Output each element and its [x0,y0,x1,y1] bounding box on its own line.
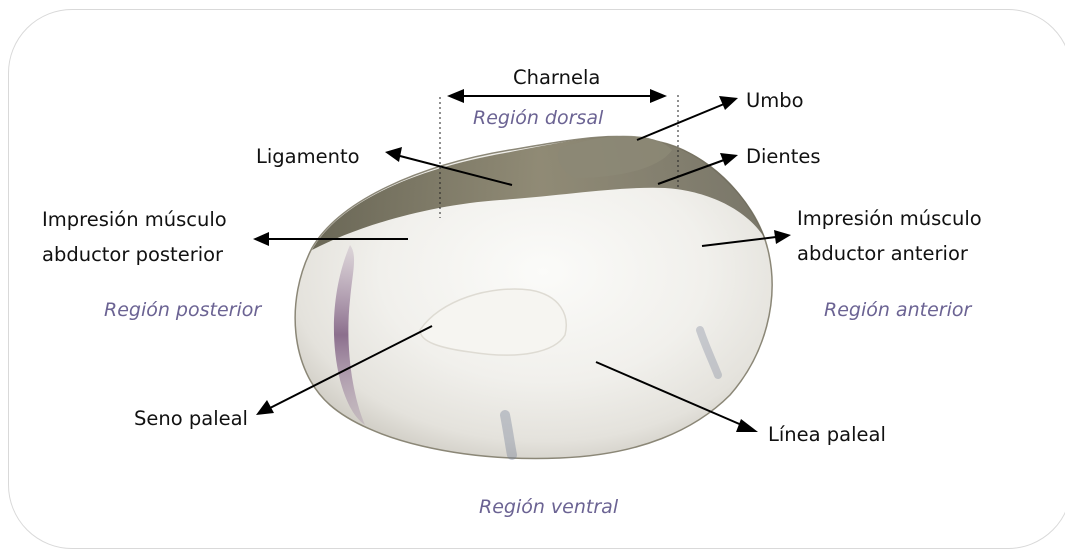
charnela-arrowhead-left [447,89,464,103]
label-impresion-posterior-line1: Impresión músculo [42,207,227,233]
ligamento-arrowhead [385,147,402,162]
label-dientes: Dientes [746,144,821,170]
impresion-anterior-arrowhead [774,230,791,244]
umbo-arrow [637,104,724,140]
ventral-streak-1 [505,415,512,455]
label-impresion-posterior-line2: abductor posterior [42,242,223,268]
region-posterior: Región posterior [104,297,261,323]
label-linea-paleal: Línea paleal [768,422,886,448]
label-charnela: Charnela [513,65,600,91]
label-impresion-anterior-line1: Impresión músculo [797,206,982,232]
region-ventral: Región ventral [479,494,618,520]
region-anterior: Región anterior [824,297,971,323]
impresion-posterior-arrowhead [253,232,269,246]
region-dorsal: Región dorsal [473,105,603,131]
label-ligamento: Ligamento [256,144,360,170]
dientes-arrowhead [720,153,738,166]
charnela-arrowhead-right [650,89,667,103]
label-umbo: Umbo [746,88,804,114]
linea-paleal-arrowhead [736,419,758,432]
umbo-arrowhead [719,96,738,110]
label-impresion-anterior-line2: abductor anterior [797,241,968,267]
label-seno-paleal: Seno paleal [134,406,248,432]
